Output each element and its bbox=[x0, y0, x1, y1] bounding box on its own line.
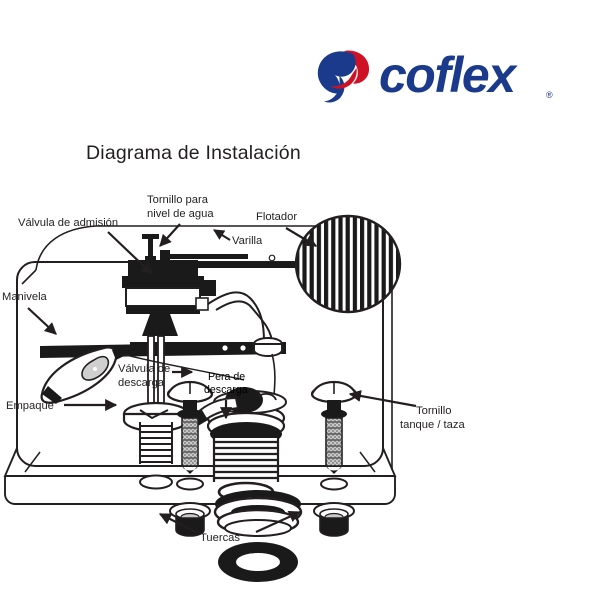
center-gasket-stack bbox=[213, 490, 303, 537]
label-tornillo-nivel-agua-line2: nivel de agua bbox=[147, 208, 214, 220]
installation-diagram: Válvula de admisión Tornillo para nivel … bbox=[2, 194, 465, 582]
label-tornillo-tanque-taza-line2: tanque / taza bbox=[400, 419, 465, 431]
label-flotador: Flotador bbox=[256, 211, 318, 247]
coflex-swirl-icon bbox=[317, 50, 370, 103]
leader-manivela bbox=[27, 307, 57, 335]
leader-tornillo-tanque-taza bbox=[348, 389, 417, 408]
nut-right bbox=[313, 502, 355, 537]
tank-bolt-left bbox=[166, 380, 214, 491]
brand-name-text: coflex bbox=[379, 48, 518, 103]
label-pera-descarga-line2: descarga bbox=[204, 384, 248, 396]
label-pera-descarga: Pera de descarga bbox=[204, 371, 248, 420]
refill-hose bbox=[207, 291, 273, 345]
leader-tornillo-nivel-agua bbox=[159, 223, 181, 247]
label-manivela: Manivela bbox=[2, 291, 57, 335]
leader-valvula-admision bbox=[107, 231, 153, 275]
flush-valve-seat bbox=[206, 403, 286, 503]
leader-tuercas-left bbox=[158, 513, 197, 533]
label-valvula-admision: Válvula de admisión bbox=[18, 217, 153, 275]
water-level-screw bbox=[142, 234, 159, 262]
label-valvula-admision-text: Válvula de admisión bbox=[18, 217, 118, 229]
coflex-wordmark: coflex bbox=[379, 47, 544, 106]
label-varilla: Varilla bbox=[213, 229, 263, 247]
label-flotador-text: Flotador bbox=[256, 211, 297, 223]
flush-handle bbox=[40, 346, 245, 404]
loose-parts bbox=[169, 490, 355, 582]
coflex-logo: coflex ® bbox=[313, 46, 558, 108]
label-tuercas-text: Tuercas bbox=[200, 532, 240, 544]
page-title: Diagrama de Instalación bbox=[86, 142, 301, 164]
leader-tuercas-right bbox=[255, 510, 302, 534]
label-tornillo-tanque-taza: Tornillo tanque / taza bbox=[348, 389, 465, 431]
label-empaque: Empaque bbox=[6, 398, 118, 412]
registered-trademark-symbol: ® bbox=[546, 90, 553, 100]
tank-bolt-right bbox=[310, 380, 358, 491]
rubber-ring-gasket bbox=[218, 542, 298, 582]
float-rod-assembly bbox=[160, 214, 402, 314]
label-valvula-descarga-line1: Válvula de bbox=[118, 363, 170, 375]
label-varilla-text: Varilla bbox=[232, 235, 263, 247]
label-manivela-text: Manivela bbox=[2, 291, 48, 303]
flapper-ball bbox=[192, 387, 287, 426]
leader-varilla bbox=[213, 229, 231, 241]
label-valvula-descarga-line2: descarga bbox=[118, 377, 165, 389]
nut-left bbox=[169, 502, 211, 537]
label-pera-descarga-line1: Pera de bbox=[208, 371, 245, 383]
label-valvula-descarga: Válvula de descarga bbox=[118, 363, 194, 389]
flush-valve-assembly bbox=[122, 401, 190, 490]
label-tornillo-tanque-taza-line1: Tornillo bbox=[416, 405, 451, 417]
overflow-tube-top bbox=[253, 337, 283, 357]
leader-flotador bbox=[285, 227, 318, 247]
label-empaque-text: Empaque bbox=[6, 400, 54, 412]
label-tornillo-nivel-agua: Tornillo para nivel de agua bbox=[147, 194, 214, 247]
label-tuercas: Tuercas bbox=[158, 510, 302, 544]
label-tornillo-nivel-agua-line1: Tornillo para bbox=[147, 194, 209, 206]
float-ball bbox=[294, 214, 402, 314]
threaded-shank-center bbox=[212, 438, 280, 482]
threaded-shank-left bbox=[139, 422, 173, 464]
